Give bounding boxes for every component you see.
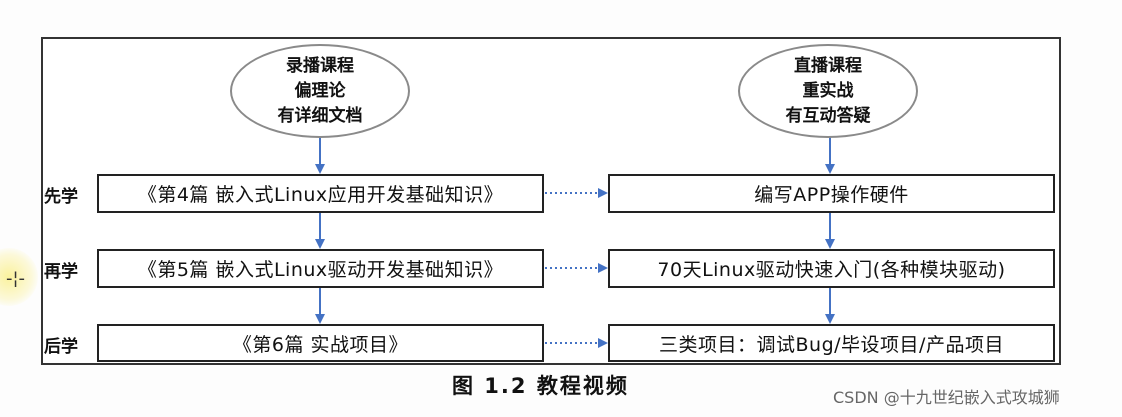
- figure-caption: 图 1.2 教程视频: [452, 374, 629, 398]
- right-box-row3: 三类项目：调试Bug/毕设项目/产品项目: [608, 324, 1055, 362]
- right-box-row2: 70天Linux驱动快速入门(各种模块驱动): [608, 249, 1055, 288]
- row-label-third: 后学: [44, 337, 78, 357]
- recorded-course-ellipse: 录播课程 偏理论 有详细文档: [230, 44, 410, 138]
- row-label-first: 先学: [44, 187, 78, 207]
- ellipse-line: 偏理论: [294, 80, 346, 101]
- right-box-row1: 编写APP操作硬件: [608, 174, 1055, 213]
- crosshair-move-icon: -¦-: [6, 268, 26, 289]
- left-box-row2: 《第5篇 嵌入式Linux驱动开发基础知识》: [97, 249, 544, 288]
- ellipse-line: 有详细文档: [277, 105, 363, 126]
- live-course-ellipse: 直播课程 重实战 有互动答疑: [738, 44, 918, 138]
- ellipse-line: 录播课程: [286, 55, 354, 76]
- row-label-second: 再学: [44, 262, 78, 282]
- left-box-row1: 《第4篇 嵌入式Linux应用开发基础知识》: [97, 174, 544, 213]
- csdn-watermark: CSDN @十九世纪嵌入式攻城狮: [833, 388, 1060, 407]
- ellipse-line: 重实战: [802, 80, 854, 101]
- ellipse-line: 直播课程: [794, 55, 862, 76]
- left-box-row3: 《第6篇 实战项目》: [97, 324, 544, 362]
- ellipse-line: 有互动答疑: [785, 105, 871, 126]
